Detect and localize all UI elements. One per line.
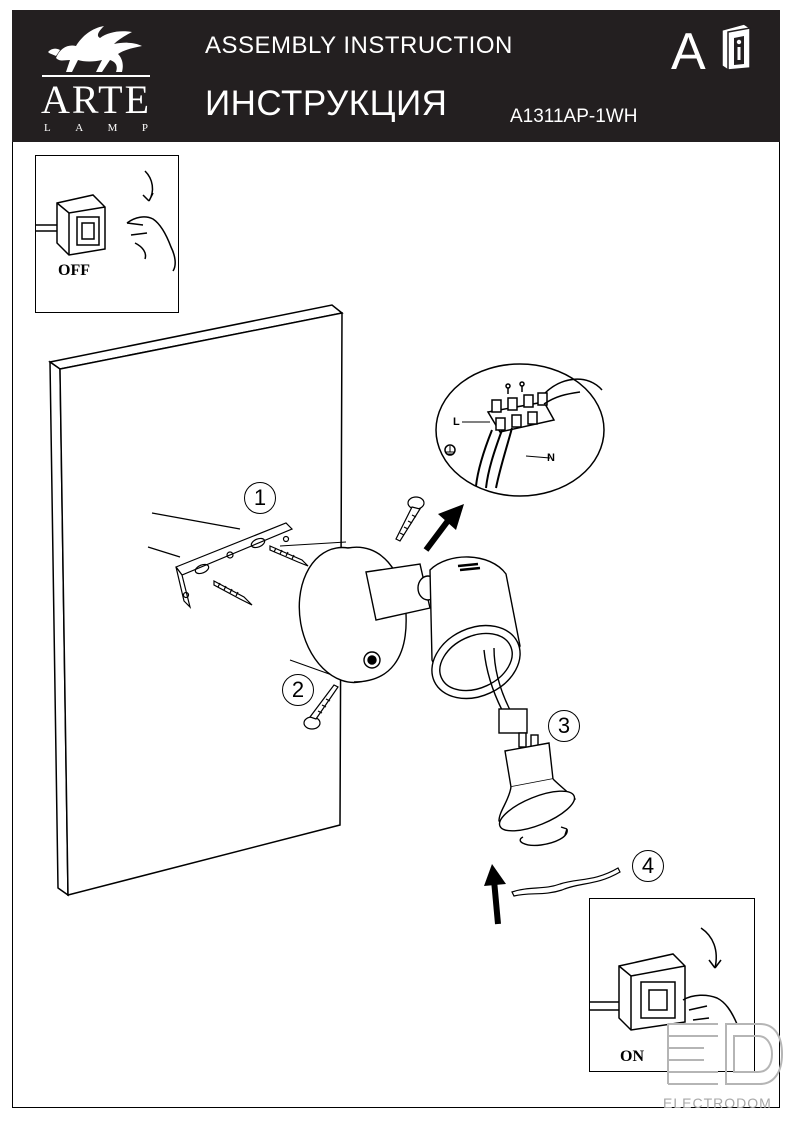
wall-panel: [48, 304, 344, 897]
electrodom-logo-icon: [667, 1023, 784, 1085]
on-label: ON: [620, 1048, 644, 1065]
wiring-detail-icon: [435, 363, 605, 497]
wall-switch-on-icon: [589, 927, 738, 1031]
arrow-up-icon: [484, 864, 506, 925]
model-number: A1311AP-1WH: [510, 106, 638, 127]
mounting-bracket: [147, 512, 294, 609]
power-on-panel: [589, 898, 755, 1072]
griffin-logo-icon: [42, 26, 150, 77]
info-book-icon: [721, 23, 751, 71]
spotlight-fixture: [279, 541, 521, 711]
step-number-1: 1: [244, 482, 276, 514]
cloth-wipe-icon: [511, 867, 621, 897]
language-marker: A: [671, 23, 706, 81]
title-english: ASSEMBLY INSTRUCTION: [205, 32, 513, 59]
title-russian: ИНСТРУКЦИЯ: [205, 84, 448, 123]
brand-sub-letter: L: [44, 122, 51, 134]
live-wire-label: L: [453, 416, 460, 428]
brand-sub-letter: M: [107, 122, 118, 134]
brand-sub-letter: A: [75, 122, 84, 134]
screw-icon: [213, 580, 253, 606]
step-number-3: 3: [548, 710, 580, 742]
watermark-text: ELECTRODOM: [663, 1095, 772, 1111]
step-number-4: 4: [632, 850, 664, 882]
step-number-2: 2: [282, 674, 314, 706]
brand-subtitle: L A M P: [40, 122, 152, 134]
screw-icon: [303, 684, 339, 730]
screw-icon: [395, 496, 425, 542]
screw-icon: [269, 545, 309, 567]
brand-logo-text: ARTE: [40, 77, 152, 122]
neutral-wire-label: N: [547, 452, 555, 464]
brand-sub-letter: P: [141, 122, 148, 134]
arrow-up-right-icon: [423, 504, 464, 552]
off-label: OFF: [58, 262, 90, 279]
power-off-panel: [35, 155, 179, 313]
wall-switch-off-icon: [35, 170, 176, 272]
gu10-bulb-icon: [498, 708, 576, 847]
